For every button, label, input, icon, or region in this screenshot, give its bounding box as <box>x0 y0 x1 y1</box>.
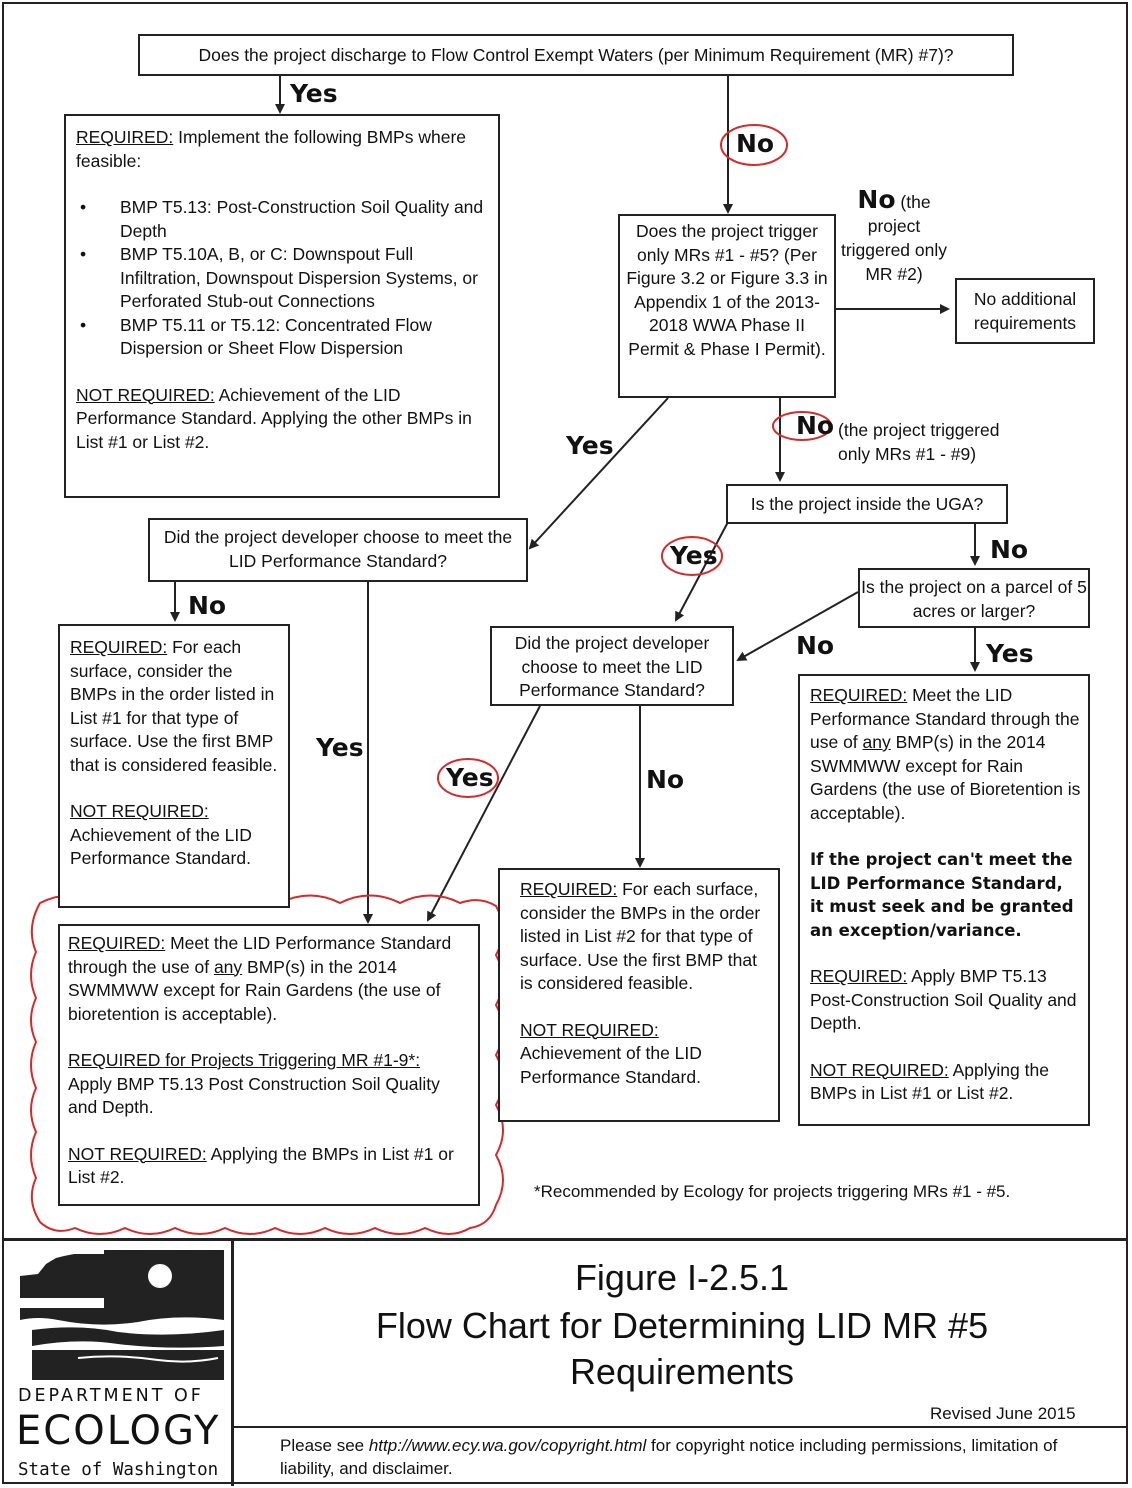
not-required-text: Applying the BMPs in List #1 or List #2. <box>810 1059 1049 1104</box>
required-label: REQUIRED: <box>70 637 168 657</box>
footer-vertical-divider <box>231 1238 234 1486</box>
not-required-label: NOT REQUIRED: <box>68 1143 207 1164</box>
question-inside-uga: Is the project inside the UGA? <box>726 484 1008 524</box>
box-no-additional: No additional requirements <box>955 278 1095 344</box>
required-text: Implement the following BMPs where feasi… <box>76 127 467 171</box>
required-text: Meet the LID Performance Standard throug… <box>810 685 1080 752</box>
required-label: REQUIRED: <box>520 879 618 899</box>
bmp-item: BMP T5.10A, B, or C: Downspout Full Infi… <box>80 243 490 314</box>
box-meet-lid-standard: REQUIRED: Meet the LID Performance Stand… <box>58 924 480 1206</box>
label-no: No <box>990 535 1029 564</box>
required-mr-text: Apply BMP T5.13 Post Construction Soil Q… <box>68 1073 440 1118</box>
copyright-link[interactable]: http://www.ecy.wa.gov/copyright.html <box>368 1436 647 1455</box>
not-required-text: Achievement of the LID Performance Stand… <box>70 824 252 869</box>
footnote: *Recommended by Ecology for projects tri… <box>534 1182 1011 1201</box>
label-no: No <box>796 631 835 660</box>
department-of-text: DEPARTMENT OF <box>18 1386 204 1406</box>
required-text: For each surface, consider the BMPs in t… <box>70 637 278 775</box>
required-text: Apply BMP T5.13 Post-Construction Soil Q… <box>810 966 1077 1033</box>
no-explanation: (the project triggered only MR #2) <box>840 192 948 284</box>
label-yes: Yes <box>670 541 718 570</box>
state-text: State of Washington <box>18 1460 219 1480</box>
label-no: No <box>736 129 775 158</box>
ecology-wordmark: ECOLOGY <box>16 1408 221 1454</box>
bmp-item: BMP T5.13: Post-Construction Soil Qualit… <box>80 196 490 243</box>
required-mr-label: REQUIRED for Projects Triggering MR #1-9… <box>68 1050 421 1070</box>
ecology-logo-icon <box>18 1250 224 1380</box>
question-text: Did the project developer choose to meet… <box>163 527 513 571</box>
required-label: REQUIRED: <box>810 685 908 705</box>
not-required-text: Applying the BMPs in List #1 or List #2. <box>68 1143 454 1188</box>
bmp-list: BMP T5.13: Post-Construction Soil Qualit… <box>76 196 490 361</box>
question-flow-control-exempt: Does the project discharge to Flow Contr… <box>138 34 1014 76</box>
label-yes: Yes <box>986 639 1034 668</box>
required-label: REQUIRED: <box>68 933 166 953</box>
question-parcel-size: Is the project on a parcel of 5 acres or… <box>858 568 1090 628</box>
required-any: any <box>862 732 891 752</box>
bmp-item: BMP T5.11 or T5.12: Concentrated Flow Di… <box>80 314 490 361</box>
question-trigger-mrs: Does the project trigger only MRs #1 - #… <box>618 214 836 398</box>
not-required-label: NOT REQUIRED: <box>810 1059 949 1080</box>
not-required-label: NOT REQUIRED: <box>70 801 209 821</box>
label-yes: Yes <box>446 763 494 792</box>
figure-number: Figure I-2.5.1 <box>574 1257 790 1298</box>
not-required-text: Achievement of the LID Performance Stand… <box>520 1043 702 1087</box>
not-required-label: NOT REQUIRED: <box>76 384 215 405</box>
footer-divider <box>4 1238 1128 1241</box>
required-label: REQUIRED: <box>76 127 174 147</box>
not-required-label: NOT REQUIRED: <box>520 1019 659 1040</box>
exception-text: If the project can't meet the LID Perfor… <box>810 850 1074 940</box>
box-large-parcel-requirements: REQUIRED: Meet the LID Performance Stand… <box>798 674 1090 1126</box>
label-yes: Yes <box>290 79 338 108</box>
required-label: REQUIRED: <box>810 966 908 986</box>
label-no: No <box>796 411 835 440</box>
required-any: any <box>213 956 243 977</box>
question-text: Does the project discharge to Flow Contr… <box>198 45 954 65</box>
revised-date: Revised June 2015 <box>930 1404 1076 1423</box>
question-developer-choice-1: Did the project developer choose to meet… <box>148 518 528 582</box>
required-text: For each surface, consider the BMPs in t… <box>520 879 761 993</box>
required-text-end: BMP(s) in the 2014 SWMMWW except for Rai… <box>810 732 1081 823</box>
label-no: No <box>188 591 227 620</box>
required-text-end: BMP(s) in the 2014 SWMMWW except for Rai… <box>68 956 441 1024</box>
figure-title: Flow Chart for Determining LID MR #5 <box>375 1305 989 1346</box>
copyright-notice: Please see http://www.ecy.wa.gov/copyrig… <box>280 1434 1110 1480</box>
question-developer-choice-2: Did the project developer choose to meet… <box>490 626 734 706</box>
box-exempt-requirements: REQUIRED: Implement the following BMPs w… <box>64 114 500 498</box>
question-text: Does the project trigger only MRs #1 - #… <box>626 221 828 359</box>
question-text: Is the project on a parcel of 5 acres or… <box>861 577 1087 621</box>
not-required-text: Achievement of the LID Performance Stand… <box>76 384 472 452</box>
label-no-mr2: No (the project triggered only MR #2) <box>838 185 950 286</box>
figure-title-line2: Requirements <box>569 1351 795 1392</box>
label-no-mr9: (the project triggered only MRs #1 - #9) <box>838 420 1000 464</box>
notice-text: Please see <box>280 1436 369 1455</box>
label-yes: Yes <box>316 733 364 762</box>
footer-notice-divider <box>234 1426 1128 1428</box>
notice-text-end: for copyright notice including permissio… <box>280 1436 1058 1478</box>
question-text: Did the project developer choose to meet… <box>514 633 710 700</box>
required-text: Meet the LID Performance Standard throug… <box>68 933 452 977</box>
box-list-1-requirements: REQUIRED: For each surface, consider the… <box>58 624 290 908</box>
question-text: Is the project inside the UGA? <box>750 494 984 514</box>
label-yes: Yes <box>566 431 614 460</box>
box-list-2-requirements: REQUIRED: For each surface, consider the… <box>498 868 780 1122</box>
label-no: No <box>646 765 685 794</box>
no-word: No <box>857 185 896 214</box>
no-additional-text: No additional requirements <box>973 289 1077 333</box>
